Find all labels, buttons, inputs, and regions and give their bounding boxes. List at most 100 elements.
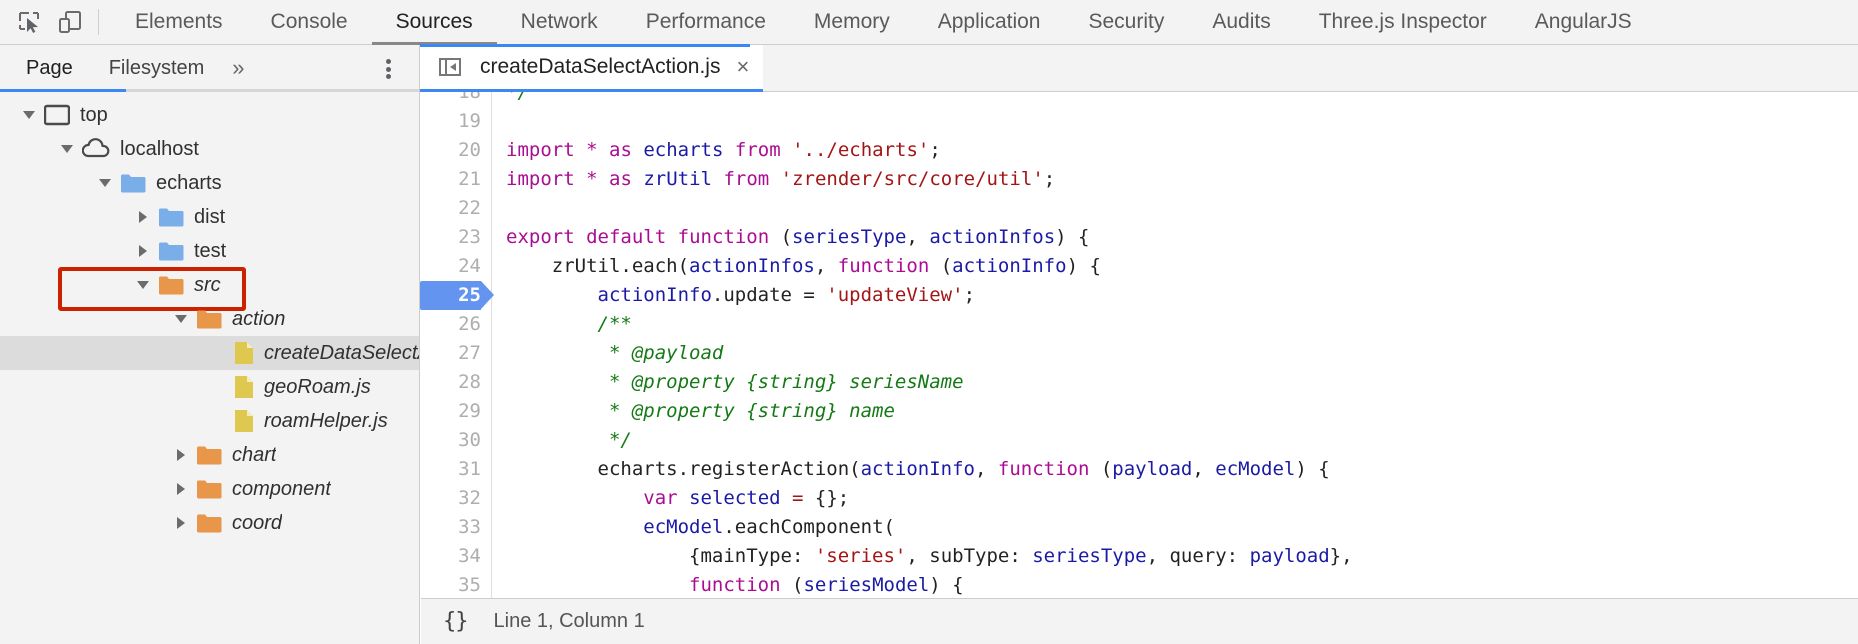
code-token <box>575 168 586 190</box>
tree-item-coord[interactable]: coord <box>0 506 419 540</box>
line-number-22[interactable]: 22 <box>458 197 481 219</box>
inspect-cursor-icon[interactable] <box>10 2 50 42</box>
code-token <box>598 168 609 190</box>
chevron-down-icon[interactable] <box>170 308 192 330</box>
line-number-30[interactable]: 30 <box>458 429 481 451</box>
code-token: ( <box>780 574 804 596</box>
tab-application[interactable]: Application <box>937 9 1041 33</box>
code-line-34[interactable]: {mainType: 'series', subType: seriesType… <box>506 542 1858 571</box>
chevron-right-icon[interactable] <box>170 444 192 466</box>
close-icon[interactable]: × <box>736 53 750 79</box>
tree-item-echarts[interactable]: echarts <box>0 166 419 200</box>
line-number-19[interactable]: 19 <box>458 110 481 132</box>
code-token <box>666 226 677 248</box>
line-number-31[interactable]: 31 <box>458 458 481 480</box>
tree-item-test[interactable]: test <box>0 234 419 268</box>
line-number-26[interactable]: 26 <box>458 313 481 335</box>
code-token <box>506 516 643 538</box>
code-line-19[interactable] <box>506 107 1858 136</box>
line-number-29[interactable]: 29 <box>458 400 481 422</box>
code-line-26[interactable]: /** <box>506 310 1858 339</box>
tree-item-roamhelper-js[interactable]: roamHelper.js <box>0 404 419 438</box>
navigator-tabbar: Page Filesystem » <box>0 45 419 92</box>
tree-item-chart[interactable]: chart <box>0 438 419 472</box>
tree-item-createdataselectaction-js[interactable]: createDataSelectAction.js <box>0 336 419 370</box>
code-token: ) { <box>1295 458 1330 480</box>
tab-console[interactable]: Console <box>270 9 348 33</box>
navigator-more-tabs-icon[interactable]: » <box>232 55 245 80</box>
tab-elements[interactable]: Elements <box>135 9 223 33</box>
tab-performance[interactable]: Performance <box>645 9 766 33</box>
code-line-23[interactable]: export default function (seriesType, act… <box>506 223 1858 252</box>
code-line-22[interactable] <box>506 194 1858 223</box>
navigator-tab-page[interactable]: Page <box>26 57 73 79</box>
line-number-34[interactable]: 34 <box>458 545 481 567</box>
navigator-tab-filesystem[interactable]: Filesystem <box>108 57 205 79</box>
chevron-down-icon[interactable] <box>18 104 40 126</box>
code-line-35[interactable]: function (seriesModel) { <box>506 571 1858 600</box>
show-navigator-icon[interactable] <box>438 55 462 79</box>
code-token <box>723 139 734 161</box>
code-line-25[interactable]: actionInfo.update = 'updateView'; <box>506 281 1858 310</box>
code-line-21[interactable]: import * as zrUtil from 'zrender/src/cor… <box>506 165 1858 194</box>
line-number-gutter[interactable]: 18 19 20 21 22 23 24 25 26 27 28 29 30 31 32 33 34 35 <box>420 92 494 644</box>
folder-orange-icon <box>196 445 222 466</box>
code-line-28[interactable]: * @property {string} seriesName <box>506 368 1858 397</box>
code-token: ; <box>1043 168 1056 190</box>
line-number-27[interactable]: 27 <box>458 342 481 364</box>
chevron-right-icon[interactable] <box>170 478 192 500</box>
chevron-down-icon[interactable] <box>94 172 116 194</box>
chevron-right-icon[interactable] <box>132 240 154 262</box>
line-number-20[interactable]: 20 <box>458 139 481 161</box>
code-token: .eachComponent( <box>723 516 895 538</box>
tree-item-georoam-js[interactable]: geoRoam.js <box>0 370 419 404</box>
tab-memory[interactable]: Memory <box>813 9 890 33</box>
code-line-24[interactable]: zrUtil.each(actionInfos, function (actio… <box>506 252 1858 281</box>
code-editor[interactable]: 18 19 20 21 22 23 24 25 26 27 28 29 30 31 32 33 34 35 */ … <box>420 92 1858 644</box>
pretty-print-icon[interactable]: {} <box>443 609 468 634</box>
three-dot-menu-icon[interactable] <box>379 59 397 79</box>
code-content[interactable]: */ import * as echarts from '../echarts'… <box>492 92 1858 644</box>
line-number-21[interactable]: 21 <box>458 168 481 190</box>
code-line-32[interactable]: var selected = {}; <box>506 484 1858 513</box>
tab-sources[interactable]: Sources <box>371 0 497 45</box>
chevron-down-icon[interactable] <box>56 138 78 160</box>
line-number-18[interactable]: 18 <box>458 92 481 103</box>
code-token <box>506 284 598 306</box>
tree-item-component[interactable]: component <box>0 472 419 506</box>
line-number-32[interactable]: 32 <box>458 487 481 509</box>
code-line-20[interactable]: import * as echarts from '../echarts'; <box>506 136 1858 165</box>
tab-audits[interactable]: Audits <box>1212 9 1271 33</box>
code-token: function <box>677 226 770 248</box>
code-line-29[interactable]: * @property {string} name <box>506 397 1858 426</box>
tab-angularjs[interactable]: AngularJS <box>1534 9 1632 33</box>
chevron-right-icon[interactable] <box>170 512 192 534</box>
line-number-28[interactable]: 28 <box>458 371 481 393</box>
line-number-24[interactable]: 24 <box>458 255 481 277</box>
chevron-down-icon[interactable] <box>132 274 154 296</box>
tree-item-top[interactable]: top <box>0 98 419 132</box>
tree-item-dist[interactable]: dist <box>0 200 419 234</box>
editor-tab-createdataselectaction[interactable]: createDataSelectAction.js × <box>420 44 764 92</box>
tree-item-localhost[interactable]: localhost <box>0 132 419 166</box>
folder-blue-icon <box>120 173 146 194</box>
line-number-23[interactable]: 23 <box>458 226 481 248</box>
tree-item-src[interactable]: src <box>0 267 419 311</box>
line-number-33[interactable]: 33 <box>458 516 481 538</box>
code-token <box>781 487 792 509</box>
chevron-right-icon[interactable] <box>132 206 154 228</box>
code-line-27[interactable]: * @payload <box>506 339 1858 368</box>
code-line-30[interactable]: */ <box>506 426 1858 455</box>
device-toolbar-icon[interactable] <box>50 2 90 42</box>
tree-item-label: roamHelper.js <box>264 409 388 432</box>
tab-threejs-inspector[interactable]: Three.js Inspector <box>1318 9 1487 33</box>
line-number-25[interactable]: 25 <box>420 281 494 310</box>
tree-item-action[interactable]: action <box>0 302 419 336</box>
code-line-31[interactable]: echarts.registerAction(actionInfo, funct… <box>506 455 1858 484</box>
tab-network[interactable]: Network <box>520 9 598 33</box>
tab-security[interactable]: Security <box>1088 9 1165 33</box>
code-line-33[interactable]: ecModel.eachComponent( <box>506 513 1858 542</box>
code-token: * @payload <box>506 342 724 364</box>
code-line-18[interactable]: */ <box>506 92 1858 107</box>
line-number-35[interactable]: 35 <box>458 574 481 596</box>
